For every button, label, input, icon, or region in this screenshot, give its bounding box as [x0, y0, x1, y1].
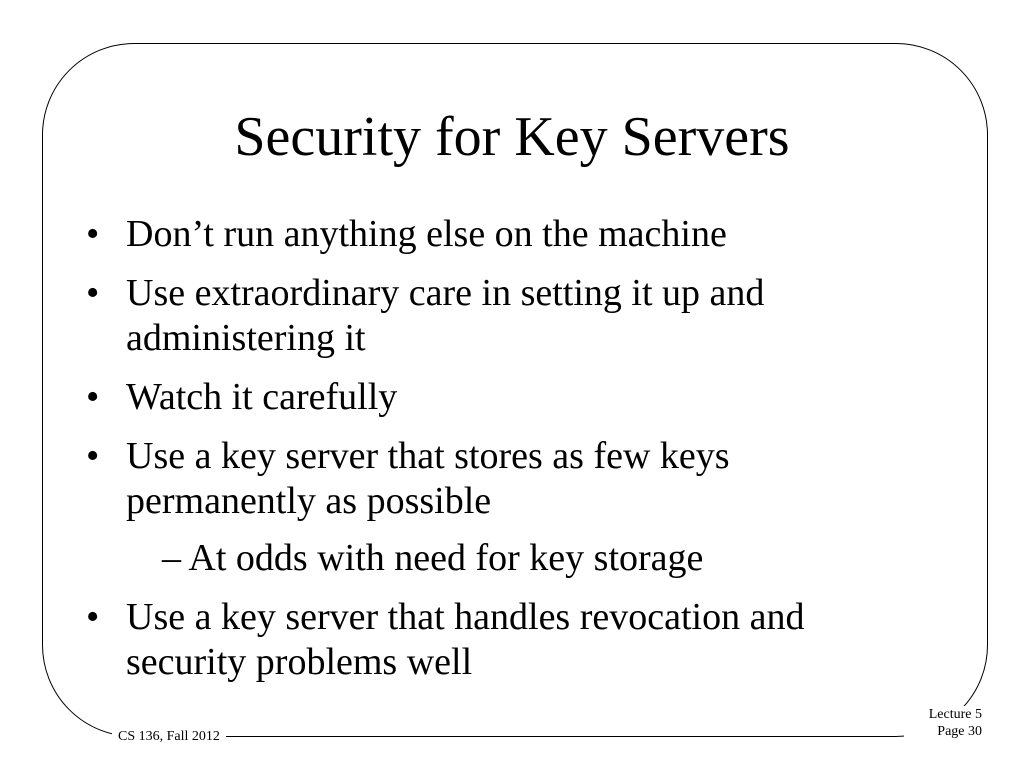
slide-frame	[42, 43, 988, 737]
bullet-marker: •	[86, 213, 100, 255]
bullet-text: Use a key server that stores as few keys…	[126, 435, 730, 522]
bullet-item: • Use a key server that handles revocati…	[80, 595, 910, 685]
bullet-text: Watch it carefully	[126, 376, 398, 418]
bullet-text: Use extraordinary care in setting it up …	[126, 272, 765, 359]
bullet-marker: •	[86, 272, 100, 314]
sub-bullet-list: – At odds with need for key storage	[126, 536, 910, 581]
sub-bullet-marker: –	[162, 537, 181, 579]
bullet-text: Don’t run anything else on the machine	[126, 213, 727, 255]
footer-page-info: Lecture 5 Page 30	[904, 706, 988, 740]
bullet-item: • Use extraordinary care in setting it u…	[80, 271, 910, 361]
bullet-item: • Watch it carefully	[80, 375, 910, 420]
bullet-marker: •	[86, 596, 100, 638]
bullet-text: Use a key server that handles revocation…	[126, 596, 805, 683]
bullet-marker: •	[86, 376, 100, 418]
footer-lecture: Lecture 5	[928, 707, 982, 722]
bullet-list: • Don’t run anything else on the machine…	[80, 212, 910, 699]
sub-bullet-item: – At odds with need for key storage	[162, 536, 910, 581]
bullet-marker: •	[86, 435, 100, 477]
sub-bullet-text: At odds with need for key storage	[188, 537, 704, 579]
bullet-item: • Use a key server that stores as few ke…	[80, 434, 910, 581]
bullet-item: • Don’t run anything else on the machine	[80, 212, 910, 257]
footer-page-number: Page 30	[937, 724, 982, 739]
footer-course: CS 136, Fall 2012	[112, 728, 226, 745]
slide-title: Security for Key Servers	[234, 106, 790, 168]
